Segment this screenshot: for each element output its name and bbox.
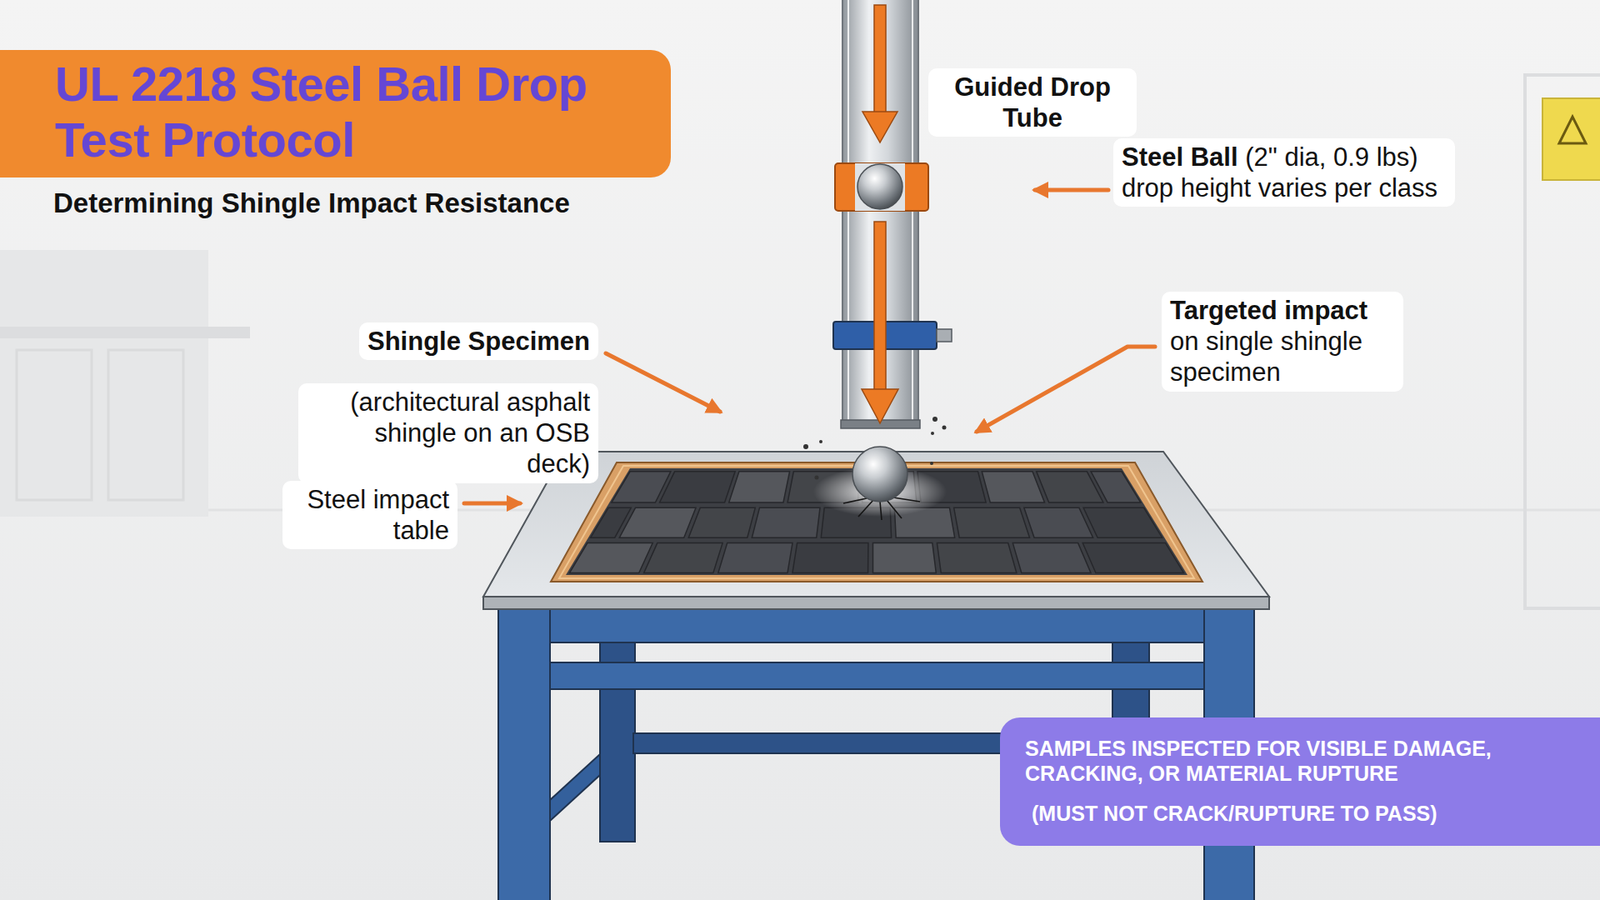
- callout-label: (architectural asphalt shingle on an OSB…: [298, 383, 599, 484]
- shingle-tab: [1090, 471, 1141, 503]
- label-text: Guided Drop Tube: [954, 72, 1111, 133]
- impact-ball-part-part: [858, 500, 874, 517]
- label-text: on single shingle specimen: [1170, 325, 1395, 388]
- impact-table-part: [498, 609, 1255, 643]
- impact-ball-part-part: [930, 431, 935, 435]
- drop-tube-part: [857, 164, 903, 210]
- impact-ball-part-part: [815, 475, 820, 480]
- note-heading: SAMPLES INSPECTED FOR VISIBLE DAMAGE, CR…: [1025, 735, 1580, 786]
- shingle-tab: [1082, 543, 1184, 574]
- impact-table-part: [550, 662, 1205, 690]
- shingle-tab: [660, 471, 736, 503]
- lab-background-part: [1559, 116, 1586, 144]
- label-text: Steel Ball: [1121, 142, 1239, 172]
- impact-ball-part-part: [893, 497, 920, 502]
- subtitle: Determining Shingle Impact Resistance: [53, 186, 570, 220]
- leader-arrows-part: [605, 353, 720, 412]
- shingle-tab: [1024, 507, 1094, 538]
- lab-background-part: [1542, 98, 1600, 180]
- shingle-tab: [729, 471, 790, 503]
- shingle-tab: [954, 507, 1030, 538]
- shingle-tab: [792, 543, 869, 574]
- drop-tube-part: [855, 163, 905, 211]
- label-text: Steel impact table: [306, 485, 450, 545]
- callout-label: Targeted impacton single shingle specime…: [1161, 291, 1404, 392]
- title-band: UL 2218 Steel Ball Drop Test Protocol: [0, 50, 671, 178]
- label-text: (architectural asphalt shingle on an OSB…: [350, 387, 590, 479]
- drop-tube-part: [874, 5, 886, 115]
- shingle-tab: [570, 543, 654, 574]
- leader-arrows-part: [464, 501, 520, 506]
- label-text: Shingle Specimen: [367, 326, 590, 356]
- shingle-tab: [981, 471, 1045, 503]
- drop-tube-part: [874, 221, 886, 392]
- callout-label: Steel impact table: [282, 480, 458, 550]
- note-box: SAMPLES INSPECTED FOR VISIBLE DAMAGE, CR…: [1000, 717, 1600, 846]
- callout-label: Steel Ball(2" dia, 0.9 lbs) drop height …: [1113, 138, 1455, 207]
- drop-tube-part: [936, 329, 952, 342]
- impact-ball-part-part: [942, 425, 947, 430]
- impact-ball-part-part: [932, 416, 938, 422]
- lab-background-part: [16, 350, 92, 500]
- shingle-tab: [751, 507, 820, 538]
- leader-arrows-part: [1035, 188, 1109, 193]
- shingle-tab: [688, 507, 755, 538]
- impact-ball-part-part: [819, 440, 823, 444]
- drop-tube-part: [842, 0, 919, 427]
- leader-arrows-part: [976, 346, 1155, 432]
- shingle-tab: [619, 507, 696, 538]
- lab-background-part: [0, 250, 209, 517]
- callout-label: Guided Drop Tube: [928, 68, 1137, 137]
- impact-table-part: [483, 596, 1270, 610]
- lab-background-part: [108, 350, 184, 500]
- drop-tube-part: [847, 0, 850, 425]
- label-text: Determining Shingle Impact Resistance: [53, 187, 570, 219]
- shingle-tab: [936, 543, 1016, 574]
- impact-ball-part-part: [930, 461, 934, 465]
- impact-ball-part-part: [843, 498, 867, 504]
- lab-background-part: [1525, 75, 1600, 609]
- shingle-tab: [718, 543, 793, 574]
- drop-tube: [833, 0, 952, 429]
- impact-ball-part: [852, 446, 908, 502]
- impact-table-part: [550, 754, 600, 821]
- callout-label: Shingle Specimen: [359, 322, 599, 360]
- label-text: Targeted impact: [1170, 295, 1395, 326]
- drop-tube-part: [911, 0, 914, 425]
- impact-ball-part-part: [803, 444, 809, 450]
- note-body: (MUST NOT CRACK/RUPTURE TO PASS): [1025, 800, 1580, 826]
- drop-tube-part: [835, 163, 929, 211]
- impact-ball: [803, 416, 947, 520]
- impact-ball-part: [803, 416, 947, 480]
- impact-table-part: [498, 609, 550, 900]
- drop-tube-part: [861, 389, 899, 424]
- impact-ball-part-part: [886, 500, 902, 519]
- shingle-tab: [644, 543, 723, 574]
- lab-background-part: [0, 326, 250, 339]
- impact-ball-part-part: [880, 501, 882, 520]
- shingle-tab: [873, 543, 937, 574]
- drop-tube-part: [862, 111, 898, 143]
- shingle-tab: [1083, 507, 1162, 538]
- shingle-tab: [1012, 543, 1091, 574]
- title: UL 2218 Steel Ball Drop Test Protocol: [55, 56, 630, 168]
